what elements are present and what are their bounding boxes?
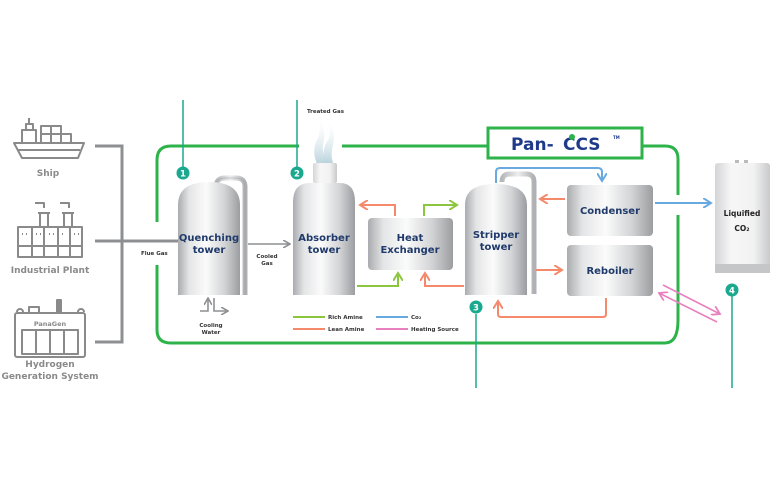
pan-ccs-frame <box>155 144 680 345</box>
heat-exchanger-label-line2: Exchanger <box>380 245 439 256</box>
marker-2: 2 <box>290 166 304 180</box>
quenching-tower-label-line1: Quenching <box>179 233 239 244</box>
stripper-tower: Stripper tower <box>465 171 537 295</box>
pan-ccs-logo-prefix: Pan- <box>511 135 554 155</box>
logo-droplet-icon <box>569 134 575 140</box>
svg-text:3: 3 <box>473 304 479 314</box>
lean-amine-flows <box>360 199 607 318</box>
source-hydrogen-generation: PanaGen Hydrogen Generation System <box>1 299 99 382</box>
marker-4: 4 <box>725 283 739 297</box>
absorber-tower-label-line2: tower <box>308 245 341 256</box>
liquified-co2-label-line2: CO₂ <box>734 224 749 233</box>
co2-flows <box>495 167 711 203</box>
svg-text:Co₂: Co₂ <box>411 315 422 321</box>
cooled-gas-label-line1: Cooled <box>256 254 277 260</box>
ship-icon <box>13 118 85 159</box>
absorber-tower: Absorber tower <box>293 118 355 295</box>
pan-ccs-logo-box: Pan- CCS TM <box>486 126 644 160</box>
reboiler: Reboiler <box>567 245 653 296</box>
svg-text:Heating Source: Heating Source <box>411 327 459 333</box>
heat-exchanger: Heat Exchanger <box>368 218 453 270</box>
reboiler-label: Reboiler <box>586 266 633 277</box>
hydrogen-generator-icon <box>14 299 86 358</box>
legend-item-heating-source: Heating Source <box>376 327 459 333</box>
svg-text:Rich Amine: Rich Amine <box>328 315 363 321</box>
source-connector <box>95 144 182 344</box>
source-label-hydrogen-line2: Generation System <box>1 372 98 382</box>
legend-item-rich-amine: Rich Amine <box>293 315 363 321</box>
liquified-co2-tank: Liquified CO₂ <box>715 160 770 273</box>
cooling-water-label-line1: Cooling <box>199 323 222 329</box>
svg-text:Lean Amine: Lean Amine <box>328 327 365 333</box>
legend-item-lean-amine: Lean Amine <box>293 327 365 333</box>
source-label-hydrogen-line1: Hydrogen <box>25 360 74 370</box>
marker-3: 3 <box>469 300 483 314</box>
legend: Rich Amine Lean Amine Co₂ Heating Source <box>293 315 459 333</box>
cooling-water-flow <box>200 298 228 311</box>
stripper-tower-label-line2: tower <box>480 242 513 253</box>
svg-text:2: 2 <box>294 170 300 180</box>
marker-lines <box>182 100 733 388</box>
marker-1: 1 <box>176 166 190 180</box>
absorber-tower-label-line1: Absorber <box>298 233 350 244</box>
source-label-ship: Ship <box>37 169 60 179</box>
quenching-tower: Quenching tower <box>178 175 248 295</box>
rich-amine-flows <box>357 205 457 287</box>
heating-source-flows <box>659 284 720 323</box>
treated-gas-label: Treated Gas <box>307 109 345 115</box>
cooling-water-label-line2: Water <box>202 330 221 336</box>
condenser: Condenser <box>567 185 653 236</box>
factory-icon <box>17 202 83 258</box>
source-ship: Ship <box>13 118 85 179</box>
source-industrial-plant: Industrial Plant <box>11 202 90 276</box>
heat-exchanger-label-line1: Heat <box>397 233 424 244</box>
source-label-industrial-plant: Industrial Plant <box>11 266 90 276</box>
trademark-mark: TM <box>613 135 620 140</box>
svg-text:1: 1 <box>180 170 186 180</box>
pan-ccs-logo-suffix: CCS <box>563 135 601 155</box>
quenching-tower-label-line2: tower <box>193 245 226 256</box>
cooled-gas-label-line2: Gas <box>261 261 273 267</box>
liquified-co2-label-line1: Liquified <box>724 209 761 218</box>
svg-text:4: 4 <box>729 287 735 297</box>
stripper-tower-label-line1: Stripper <box>473 230 519 241</box>
flue-gas-label: Flue Gas <box>141 251 168 257</box>
condenser-label: Condenser <box>580 206 640 217</box>
panagen-logo-text: PanaGen <box>34 320 67 328</box>
legend-item-co2: Co₂ <box>376 315 422 321</box>
treated-gas-steam-icon <box>314 118 326 164</box>
